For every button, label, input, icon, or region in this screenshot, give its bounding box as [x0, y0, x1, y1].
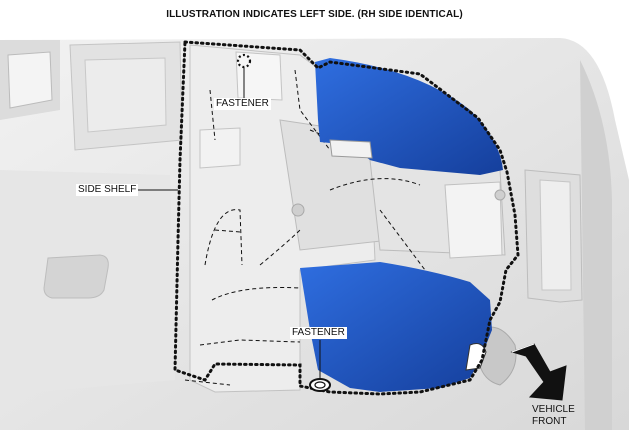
side-trim-panel-upper	[315, 58, 503, 175]
fastener-top-label: FASTENER	[214, 98, 271, 110]
vehicle-front-label: VEHICLE FRONT	[530, 404, 577, 428]
side-trim-panel-lower	[300, 262, 492, 392]
vehicle-front-label-line1: VEHICLE	[532, 404, 575, 415]
vehicle-front-label-line2: FRONT	[532, 416, 567, 427]
fastener-bottom-label: FASTENER	[290, 327, 347, 339]
vehicle-front-arrow-icon	[510, 343, 567, 401]
side-shelf-label: SIDE SHELF	[76, 184, 139, 196]
fastener-bottom-icon	[309, 378, 331, 392]
side-shelf-outline	[173, 40, 520, 396]
interior-illustration	[0, 30, 629, 430]
figure-title: ILLUSTRATION INDICATES LEFT SIDE. (RH SI…	[166, 9, 463, 20]
